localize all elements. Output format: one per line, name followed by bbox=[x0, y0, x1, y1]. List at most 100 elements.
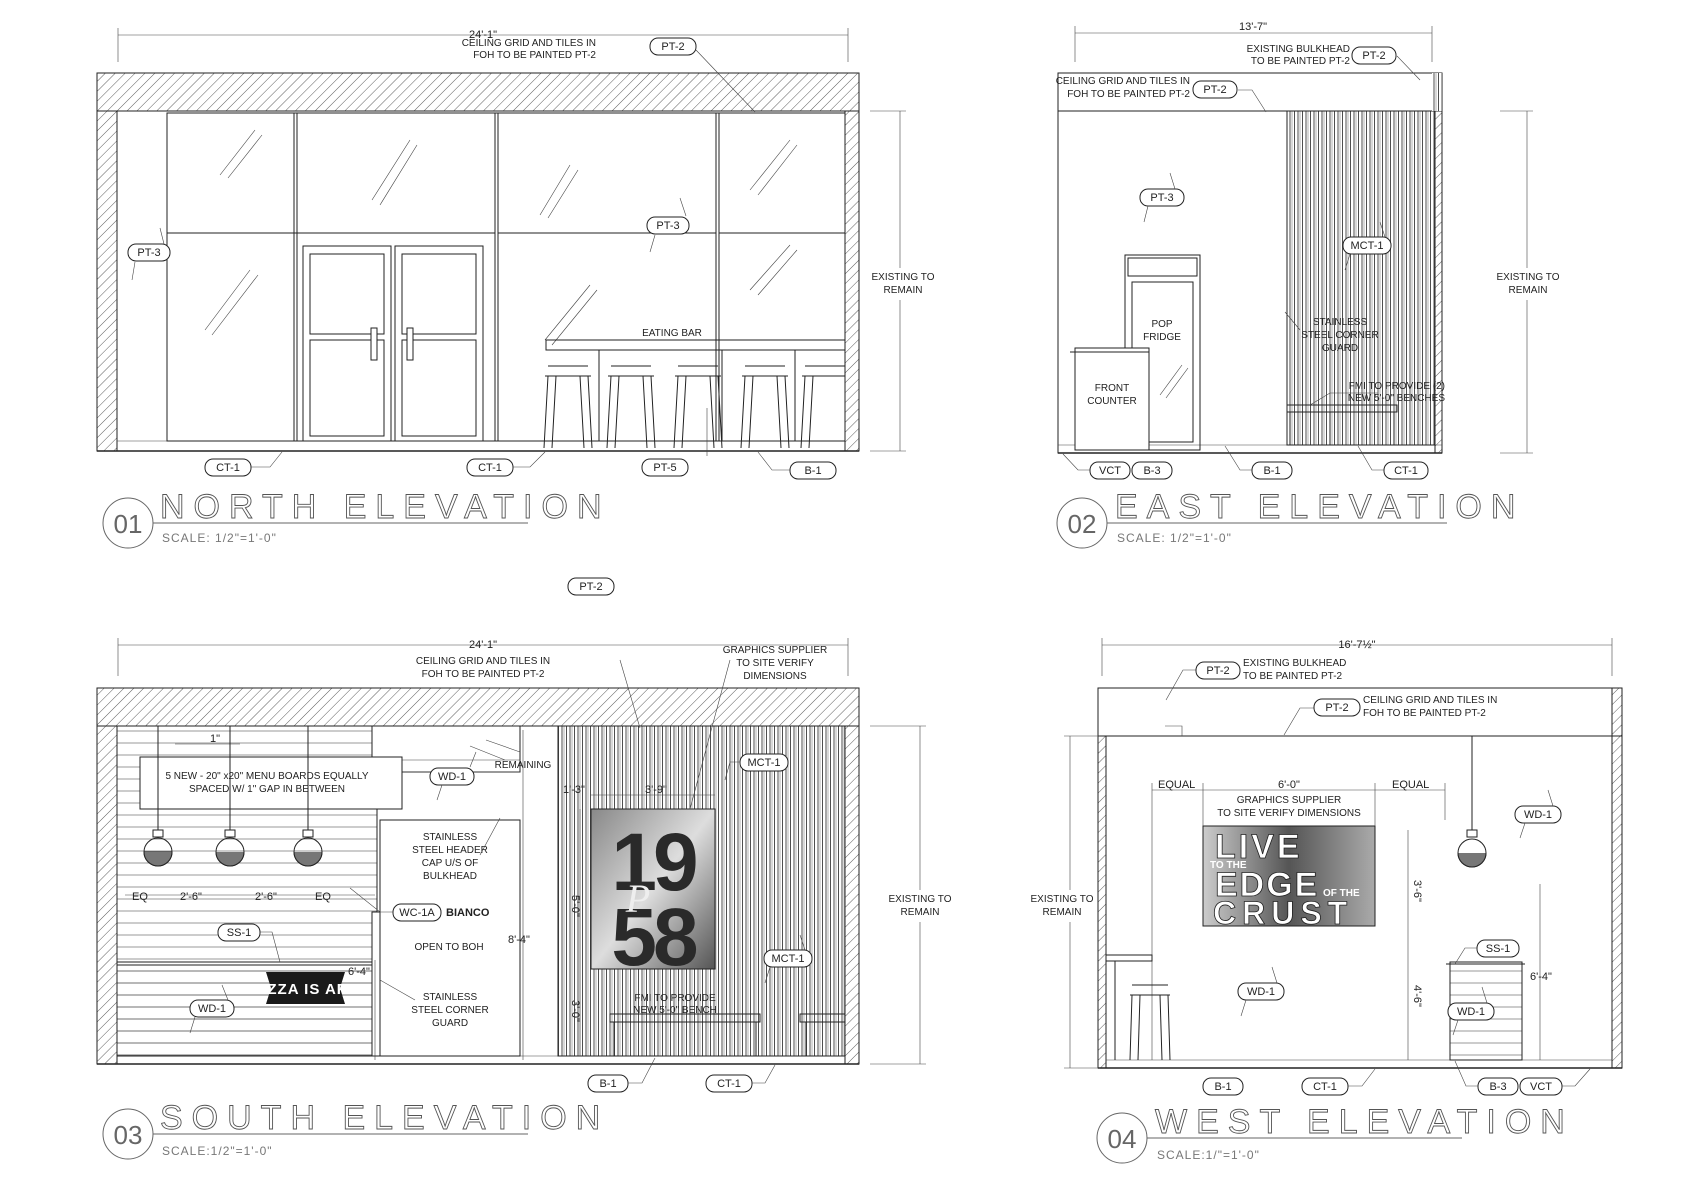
tag-ct1-mid[interactable]: CT-1 bbox=[466, 451, 546, 477]
view-title: NORTH ELEVATION bbox=[160, 488, 611, 526]
tag-pt2-bulkhead[interactable]: PT-2 bbox=[1195, 661, 1241, 680]
svg-text:CEILING GRID AND TILES IN: CEILING GRID AND TILES IN bbox=[416, 656, 550, 667]
svg-text:PT-3: PT-3 bbox=[656, 220, 679, 232]
svg-text:GUARD: GUARD bbox=[1322, 343, 1358, 354]
west-title-block: 04 WEST ELEVATION SCALE:1/"=1'-0" bbox=[1096, 1103, 1574, 1164]
tag-b3[interactable]: B-3 bbox=[1454, 1060, 1519, 1096]
svg-text:EXISTING TO: EXISTING TO bbox=[1497, 272, 1560, 283]
svg-text:58: 58 bbox=[611, 892, 697, 983]
svg-text:SCALE:1/"=1'-0": SCALE:1/"=1'-0" bbox=[1157, 1148, 1260, 1162]
tag-ct1[interactable]: CT-1 bbox=[705, 1064, 776, 1093]
entry-doors[interactable] bbox=[302, 245, 484, 442]
svg-text:STEEL CORNER: STEEL CORNER bbox=[411, 1005, 488, 1016]
tag-b3[interactable]: B-3 bbox=[1131, 461, 1173, 480]
tag-pt2-ceiling[interactable]: PT-2 bbox=[1192, 80, 1238, 99]
tag-pt3-left[interactable]: PT-3 bbox=[127, 227, 171, 281]
view-number: 01 bbox=[114, 509, 143, 539]
svg-text:VCT: VCT bbox=[1530, 1081, 1552, 1093]
svg-text:WEST ELEVATION: WEST ELEVATION bbox=[1155, 1103, 1574, 1141]
pendant-light bbox=[1457, 736, 1487, 868]
svg-text:WD-1: WD-1 bbox=[1247, 986, 1275, 998]
svg-text:EXISTING TO: EXISTING TO bbox=[1031, 894, 1094, 905]
tag-ct1[interactable]: CT-1 bbox=[1301, 1068, 1376, 1096]
tag-mct1[interactable]: MCT-1 bbox=[1342, 221, 1392, 271]
left-wall bbox=[96, 110, 118, 452]
tag-pt5[interactable]: PT-5 bbox=[641, 408, 708, 477]
svg-text:SOUTH ELEVATION: SOUTH ELEVATION bbox=[160, 1099, 609, 1137]
svg-text:CT-1: CT-1 bbox=[1313, 1081, 1337, 1093]
stool-and-ledge bbox=[1105, 954, 1171, 1061]
svg-text:EXISTING BULKHEAD: EXISTING BULKHEAD bbox=[1243, 658, 1346, 669]
tag-wd1-upper[interactable]: WD-1 bbox=[1514, 789, 1562, 839]
tag-mct1-top[interactable]: MCT-1 bbox=[724, 753, 789, 781]
svg-text:PT-2: PT-2 bbox=[1325, 702, 1348, 714]
svg-text:EQ: EQ bbox=[132, 891, 148, 903]
tag-mct1-bottom[interactable]: MCT-1 bbox=[763, 934, 813, 984]
svg-text:EXISTING BULKHEAD: EXISTING BULKHEAD bbox=[1247, 44, 1350, 55]
svg-text:3'-9": 3'-9" bbox=[645, 784, 667, 796]
svg-text:PIZZA IS ART: PIZZA IS ART bbox=[251, 981, 359, 998]
tag-wd1-mid[interactable]: WD-1 bbox=[1237, 966, 1285, 1017]
svg-text:B-3: B-3 bbox=[1143, 465, 1160, 477]
svg-text:WD-1: WD-1 bbox=[1524, 809, 1552, 821]
tag-b1[interactable]: B-1 bbox=[1202, 1077, 1244, 1096]
svg-text:STAINLESS: STAINLESS bbox=[1313, 317, 1368, 328]
svg-text:TO BE PAINTED PT-2: TO BE PAINTED PT-2 bbox=[1251, 56, 1351, 67]
svg-text:B-3: B-3 bbox=[1489, 1081, 1506, 1093]
tag-ss1[interactable]: SS-1 bbox=[217, 923, 281, 963]
tag-b1[interactable]: B-1 bbox=[587, 1057, 656, 1093]
eating-bar-label: EATING BAR bbox=[642, 328, 702, 339]
svg-text:CEILING GRID AND TILES IN: CEILING GRID AND TILES IN bbox=[1363, 695, 1497, 706]
tag-wd1-bottom[interactable]: WD-1 bbox=[189, 984, 235, 1034]
svg-text:VCT: VCT bbox=[1099, 465, 1121, 477]
svg-text:CEILING GRID AND TILES IN: CEILING GRID AND TILES IN bbox=[462, 38, 596, 49]
bar-stools bbox=[543, 365, 845, 449]
live-edge-crust-artwork: LIVE TO THE EDGE OF THE CRUST bbox=[1202, 825, 1376, 931]
tag-pt2[interactable]: PT-2 bbox=[649, 37, 697, 56]
eating-bar: EATING BAR bbox=[545, 328, 846, 441]
svg-text:B-1: B-1 bbox=[1214, 1081, 1231, 1093]
existing-label: EXISTING TO bbox=[872, 272, 935, 283]
svg-text:5 NEW - 20" x20" MENU BOARDS: 5 NEW - 20" x20" MENU BOARDS EQUALLY bbox=[165, 771, 368, 782]
svg-text:FOH TO BE PAINTED PT-2: FOH TO BE PAINTED PT-2 bbox=[422, 669, 545, 680]
tag-pt2-bulkhead[interactable]: PT-2 bbox=[1351, 46, 1397, 65]
bulkhead-note: EXISTING BULKHEAD TO BE PAINTED PT-2 bbox=[1165, 658, 1346, 701]
svg-text:WD-1: WD-1 bbox=[198, 1003, 226, 1015]
tag-ss1[interactable]: SS-1 bbox=[1454, 939, 1520, 965]
tag-b1[interactable]: B-1 bbox=[1224, 445, 1293, 480]
existing-height-dim: EXISTING TO REMAIN bbox=[1497, 110, 1560, 454]
tag-vct[interactable]: VCT bbox=[1519, 1068, 1591, 1096]
tag-ct1-left[interactable]: CT-1 bbox=[204, 451, 283, 477]
svg-text:NEW 5'-0" BENCHES: NEW 5'-0" BENCHES bbox=[1348, 393, 1445, 404]
tag-pt2-center[interactable]: PT-2 bbox=[567, 577, 615, 596]
svg-text:P: P bbox=[625, 876, 650, 921]
svg-text:TO THE: TO THE bbox=[1210, 860, 1247, 871]
svg-text:PT-2: PT-2 bbox=[1362, 50, 1385, 62]
south-title-block: 03 SOUTH ELEVATION SCALE:1/2"=1'-0" bbox=[102, 1099, 609, 1160]
tag-wd1-top[interactable]: WD-1 bbox=[429, 751, 477, 801]
pendant-lights bbox=[143, 726, 323, 867]
storefront-glazing bbox=[166, 112, 846, 442]
tag-b1[interactable]: B-1 bbox=[757, 451, 837, 480]
svg-text:B-1: B-1 bbox=[1263, 465, 1280, 477]
tag-pt3-mid[interactable]: PT-3 bbox=[646, 197, 690, 253]
svg-text:BIANCO: BIANCO bbox=[446, 907, 490, 919]
pop-fridge: POP FRIDGE bbox=[1124, 254, 1201, 451]
tag-vct[interactable]: VCT bbox=[1062, 453, 1131, 480]
svg-text:REMAIN: REMAIN bbox=[901, 907, 940, 918]
tag-wd1-counter[interactable]: WD-1 bbox=[1447, 986, 1495, 1036]
svg-text:REMAIN: REMAIN bbox=[1043, 907, 1082, 918]
east-elevation: 13'-7" POP FRIDGE FRONT COUNTER EXISTING… bbox=[1056, 21, 1560, 549]
width-dimension: 24'-1" bbox=[117, 638, 849, 676]
width-dimension: 16'-7½" bbox=[1101, 638, 1613, 676]
remaining-note: REMAINING bbox=[495, 760, 552, 771]
svg-text:STAINLESS: STAINLESS bbox=[423, 992, 478, 1003]
svg-text:4'-6": 4'-6" bbox=[1411, 985, 1423, 1007]
tag-ct1[interactable]: CT-1 bbox=[1357, 445, 1429, 480]
svg-text:OPEN TO BOH: OPEN TO BOH bbox=[414, 942, 483, 953]
tag-pt2-ceiling[interactable]: PT-2 bbox=[1313, 698, 1361, 717]
tag-pt3[interactable]: PT-3 bbox=[1139, 172, 1185, 223]
mct1-wall-tile bbox=[1286, 110, 1436, 446]
south-elevation: 24'-1" 5 NEW - 20" x20" MENU BOARDS EQUA… bbox=[96, 638, 954, 1160]
